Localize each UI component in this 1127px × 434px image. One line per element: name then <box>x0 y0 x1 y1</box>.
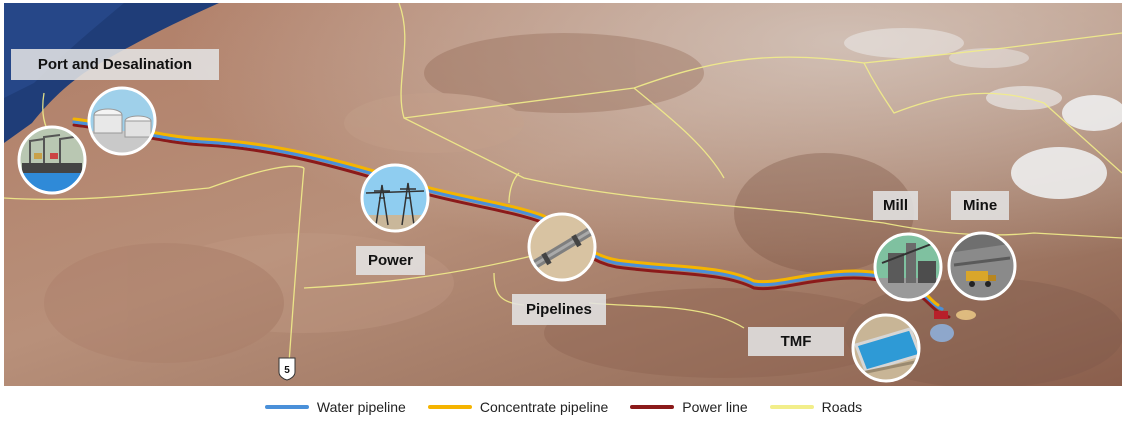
road-shield-number: 5 <box>284 365 290 376</box>
legend-item-roads: Roads <box>769 399 863 415</box>
legend-item-power-line: Power line <box>630 399 748 415</box>
roads <box>4 3 1122 364</box>
legend-label-concentrate: Concentrate pipeline <box>479 399 609 415</box>
legend-label-power: Power line <box>682 399 748 415</box>
road-shield: 5 <box>278 357 296 381</box>
tailings-pond-icon[interactable] <box>851 313 921 383</box>
legend-item-concentrate-pipeline: Concentrate pipeline <box>427 399 609 415</box>
mill-icon[interactable] <box>873 232 943 302</box>
legend-swatch-roads <box>769 405 814 409</box>
label-mill: Mill <box>873 191 918 220</box>
legend: Water pipeline Concentrate pipeline Powe… <box>0 392 1127 422</box>
label-power: Power <box>356 246 426 275</box>
legend-label-water: Water pipeline <box>316 399 406 415</box>
legend-item-water-pipeline: Water pipeline <box>264 399 406 415</box>
site-patch <box>934 311 948 319</box>
mine-truck-icon[interactable] <box>947 231 1017 301</box>
legend-swatch-power <box>630 405 675 409</box>
label-port-and-desalination: Port and Desalination <box>11 49 219 80</box>
label-pipelines: Pipelines <box>512 294 606 325</box>
pipeline-icon[interactable] <box>527 212 597 282</box>
power-tower-icon[interactable] <box>360 163 430 233</box>
legend-label-roads: Roads <box>821 399 863 415</box>
label-tmf: TMF <box>748 327 844 356</box>
legend-swatch-concentrate <box>427 405 472 409</box>
label-mine: Mine <box>951 191 1010 220</box>
legend-swatch-water <box>264 405 309 409</box>
port-cranes-icon[interactable] <box>17 125 87 195</box>
desalination-tanks-icon[interactable] <box>87 86 157 156</box>
